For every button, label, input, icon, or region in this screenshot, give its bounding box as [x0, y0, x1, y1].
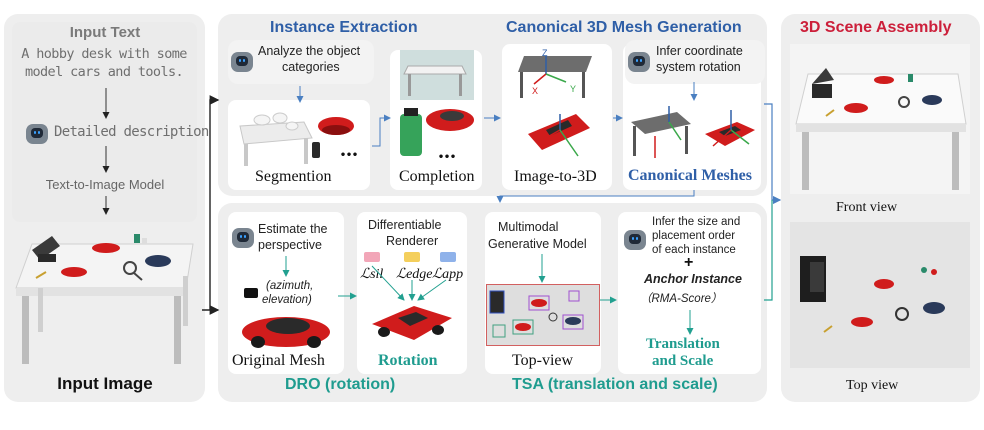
- rma-score-label: （RMA-Score）: [640, 293, 723, 305]
- original-mesh-image: [236, 310, 336, 350]
- segmentation-label: Segmention: [255, 168, 332, 185]
- input-image: [8, 216, 201, 366]
- multimodal-line-2: Generative Model: [488, 237, 587, 251]
- topview-label: Top-view: [512, 352, 574, 369]
- topview-image: [486, 284, 600, 346]
- tsa-infer-line-1: Infer the size and: [652, 216, 741, 228]
- robot-icon: [624, 230, 646, 250]
- loss-app: ℒapp: [432, 267, 464, 282]
- front-view-label: Front view: [836, 200, 898, 215]
- input-image-label: Input Image: [57, 374, 153, 393]
- axis-label-x: X: [532, 86, 539, 96]
- plus-sign: +: [684, 254, 694, 271]
- completion-ellipsis: •••: [438, 152, 457, 163]
- axis-label-z: Z: [542, 48, 548, 58]
- renderer-line-1: Differentiable: [368, 218, 442, 232]
- robot-icon: [231, 52, 253, 72]
- loss-edge-swatch: [404, 252, 420, 262]
- segmentation-image: [232, 104, 368, 168]
- front-view-image: [790, 44, 970, 194]
- infer-rotation-line-2: system rotation: [656, 60, 741, 74]
- anchor-instance-label: Anchor Instance: [644, 272, 742, 286]
- image-to-3d-label: Image-to-3D: [514, 168, 597, 185]
- camera-icon: [244, 288, 258, 298]
- detailed-description-label: Detailed description: [54, 124, 209, 140]
- loss-sil: ℒsil: [360, 267, 384, 282]
- scene-assembly-title: 3D Scene Assembly: [800, 19, 952, 36]
- azimuth-line-2: elevation): [262, 294, 312, 306]
- infer-rotation-line-1: Infer coordinate: [656, 44, 743, 58]
- segmentation-ellipsis: •••: [340, 150, 359, 161]
- top-view-image: [790, 222, 970, 368]
- dro-title: DRO (rotation): [285, 376, 396, 393]
- instance-extraction-title: Instance Extraction: [270, 19, 418, 36]
- tsa-infer-line-2: placement order: [652, 230, 736, 242]
- robot-icon: [26, 124, 48, 144]
- input-text-box: [12, 22, 197, 222]
- axis-label-y: Y: [570, 84, 577, 94]
- estimate-line-1: Estimate the: [258, 222, 328, 236]
- t2i-model-label: Text-to-Image Model: [45, 177, 165, 192]
- completion-image: [396, 50, 478, 168]
- robot-icon: [628, 52, 650, 72]
- input-text-title: Input Text: [69, 24, 141, 41]
- multimodal-line-1: Multimodal: [498, 220, 559, 234]
- original-mesh-label: Original Mesh: [232, 352, 325, 369]
- azimuth-line-1: (azimuth,: [266, 280, 314, 292]
- input-panel: [4, 14, 205, 402]
- loss-app-swatch: [440, 252, 456, 262]
- tsa-title: TSA (translation and scale): [512, 376, 718, 393]
- estimate-line-2: perspective: [258, 238, 322, 252]
- rotation-image: [364, 300, 460, 344]
- canonical-meshes-label: Canonical Meshes: [628, 167, 752, 184]
- analyze-line-2: categories: [282, 60, 340, 74]
- analyze-line-1: Analyze the object: [258, 44, 361, 58]
- tsa-infer-line-3: of each instance: [652, 244, 736, 256]
- prompt-line-1: A hobby desk with some: [21, 46, 187, 62]
- canonical-mesh-title: Canonical 3D Mesh Generation: [506, 19, 742, 36]
- rotation-label: Rotation: [378, 352, 438, 369]
- renderer-line-2: Renderer: [386, 234, 439, 248]
- loss-edge: ℒedge: [396, 267, 433, 282]
- loss-sil-swatch: [364, 252, 380, 262]
- segmentation-card: [228, 100, 370, 190]
- translation-label-1: Translation: [646, 336, 720, 352]
- prompt-line-2: model cars and tools.: [24, 64, 184, 80]
- completion-label: Completion: [399, 168, 475, 185]
- canonical-meshes-image: [625, 100, 761, 164]
- translation-label-2: and Scale: [652, 353, 714, 369]
- robot-icon: [232, 228, 254, 248]
- top-view-label: Top view: [846, 378, 899, 393]
- image-to-3d-image: [506, 44, 610, 168]
